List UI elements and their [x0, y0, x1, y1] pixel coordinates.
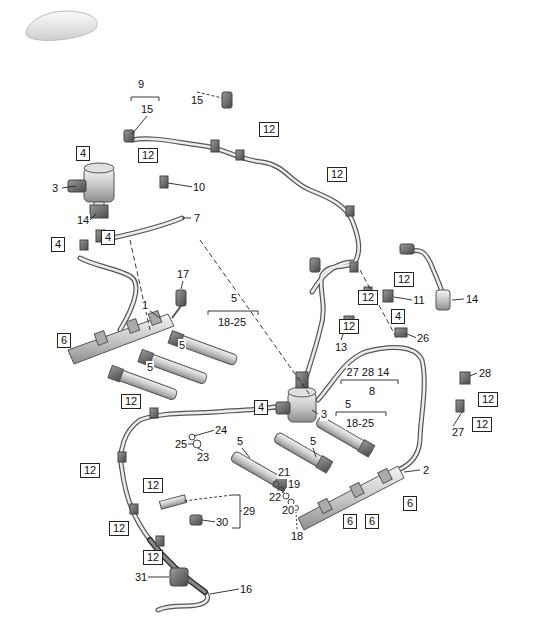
callout-number: 12: [343, 320, 355, 332]
leader-lines: [62, 92, 477, 594]
callout-box: 12: [327, 167, 347, 182]
callout-number: 11: [412, 294, 425, 307]
callout-box: 6: [365, 514, 379, 529]
callout-number: 4: [105, 231, 111, 243]
callout-box: 12: [109, 521, 129, 536]
callout-number: 26: [416, 332, 430, 345]
callout-number: 25: [174, 438, 188, 451]
clips: [80, 92, 470, 586]
callout-box: 12: [472, 417, 492, 432]
callout-box: 12: [478, 392, 498, 407]
callout-number: 1: [141, 299, 149, 312]
callout-number: 12: [147, 479, 159, 491]
callout-number: 31: [134, 571, 148, 584]
callout-number: 4: [258, 401, 264, 413]
callout-number: 5: [146, 361, 154, 374]
callout-number: 12: [263, 123, 275, 135]
callout-number: 3: [51, 182, 59, 195]
callout-number: 12: [125, 395, 137, 407]
callout-number: 22: [268, 491, 282, 504]
callout-box: 12: [143, 478, 163, 493]
callout-number: 5: [309, 435, 317, 448]
callout-box: 6: [343, 514, 357, 529]
callout-box: 6: [57, 333, 71, 348]
callout-number: 3: [320, 408, 328, 421]
callout-number: 6: [347, 515, 353, 527]
callout-number: 12: [331, 168, 343, 180]
callout-box: 12: [339, 319, 359, 334]
callout-number: 29: [242, 505, 256, 518]
callout-number: 27 28 14: [346, 366, 391, 379]
callout-box: 12: [143, 550, 163, 565]
callout-number: 5: [236, 435, 244, 448]
callout-number: 17: [176, 268, 190, 281]
callout-box: 6: [403, 496, 417, 511]
callout-box: 12: [259, 122, 279, 137]
callout-number: 6: [61, 334, 67, 346]
callout-number: 5: [230, 292, 238, 305]
fuel-pump: [276, 372, 316, 422]
callout-number: 12: [147, 551, 159, 563]
callout-number: 24: [214, 424, 228, 437]
callout-number: 4: [80, 147, 86, 159]
callout-number: 30: [215, 516, 229, 529]
callout-box: 12: [121, 394, 141, 409]
callout-box: 4: [76, 146, 90, 161]
callout-number: 9: [137, 78, 145, 91]
callout-number: 14: [465, 293, 479, 306]
callout-number: 18-25: [217, 316, 247, 329]
callout-box: 12: [394, 272, 414, 287]
callout-box: 4: [101, 230, 115, 245]
callout-number: 27: [451, 426, 465, 439]
callout-number: 6: [369, 515, 375, 527]
callout-number: 13: [334, 341, 348, 354]
callout-number: 19: [287, 478, 301, 491]
callout-box: 4: [51, 237, 65, 252]
seal-rings: [189, 434, 299, 511]
callout-number: 23: [196, 451, 210, 464]
callout-number: 28: [478, 367, 492, 380]
car-icon: [26, 11, 97, 40]
callout-number: 15: [140, 103, 154, 116]
callout-box: 4: [254, 400, 268, 415]
callout-number: 4: [55, 238, 61, 250]
callout-number: 4: [395, 310, 401, 322]
bracket-part: [159, 495, 186, 509]
callout-number: 18: [290, 530, 304, 543]
callout-box: 12: [80, 463, 100, 478]
fuel-injectors: [108, 331, 238, 402]
fuel-rail: [298, 466, 404, 530]
fuel-rail: [68, 290, 186, 364]
callout-number: 12: [113, 522, 125, 534]
callout-number: 5: [178, 339, 186, 352]
callout-number: 14: [76, 214, 90, 227]
callout-number: 8: [368, 385, 376, 398]
callout-box: 12: [358, 290, 378, 305]
callout-number: 12: [362, 291, 374, 303]
fuel-lines: [80, 139, 442, 610]
callout-number: 10: [192, 181, 206, 194]
callout-number: 12: [482, 393, 494, 405]
callout-number: 12: [476, 418, 488, 430]
fuel-injectors: [230, 415, 375, 492]
callout-number: 12: [142, 149, 154, 161]
callout-number: 6: [407, 497, 413, 509]
callout-number: 15: [190, 94, 204, 107]
callout-number: 12: [84, 464, 96, 476]
callout-number: 18-25: [345, 417, 375, 430]
callout-box: 12: [138, 148, 158, 163]
callout-box: 4: [391, 309, 405, 324]
callout-number: 16: [239, 583, 253, 596]
callout-number: 2: [422, 464, 430, 477]
fuel-pump: [68, 163, 114, 218]
callout-number: 7: [193, 212, 201, 225]
callout-number: 12: [398, 273, 410, 285]
callout-number: 5: [344, 398, 352, 411]
callout-number: 20: [281, 504, 295, 517]
